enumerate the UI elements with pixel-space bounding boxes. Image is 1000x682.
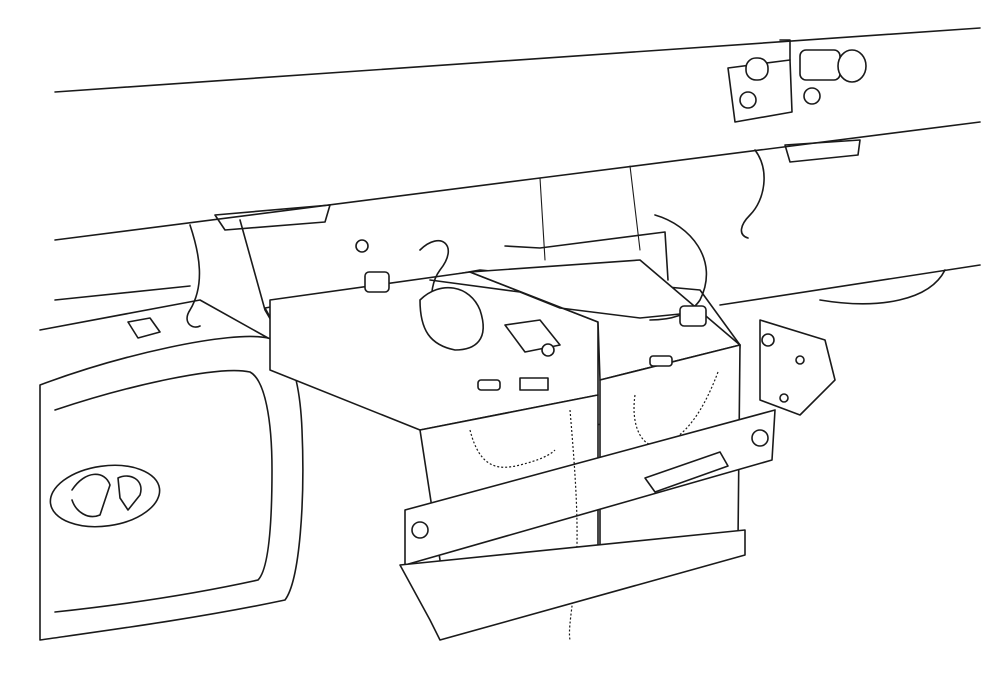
terminal-right-icon [679,305,707,327]
cable-right-loop [649,214,708,321]
strap-handle [644,451,729,493]
bracket-tube [799,49,841,81]
lower-bracket [759,269,946,416]
strap-bolt-left-icon [411,521,429,539]
tank-clip-icon [127,317,161,339]
battery-left-vent-icon [477,379,501,391]
battery-left-label [519,377,549,391]
bracket-bolt-icon [745,57,769,81]
terminal-nut-icon [541,343,555,357]
frame-lower-edge-right [719,264,981,306]
frame-seam [539,177,546,261]
frame-bolt-icon [355,239,369,253]
terminal-cover-left [419,286,484,351]
frame-top-edge [54,27,981,93]
cable-main [429,279,701,319]
strap-bolt-right-icon [751,429,769,447]
hyundai-logo [49,464,161,528]
chassis-frame [54,27,981,306]
lower-bracket-hole-icon-2 [779,393,789,403]
hook-left-plate [214,204,331,231]
upper-bracket [727,39,867,123]
battery-right-vent-icon [649,355,673,367]
lower-bracket-hole-icon [795,355,805,365]
terminal-left-icon [364,271,390,293]
tank-panel-inset [54,369,273,613]
battery-left-handle-rope [469,429,556,468]
tray-bottom-lip [399,529,746,641]
frame-lower-edge-left [54,285,191,301]
cable-upper [504,231,669,281]
bracket-stem [779,39,791,61]
frame-curve [819,269,946,305]
lower-bracket-plate [759,319,836,416]
hook-right [740,149,765,239]
hooks [186,139,861,328]
lower-bracket-bolt-icon [761,333,775,347]
bracket-nut-icon [739,91,757,109]
side-tank [39,299,304,641]
battery-cables [355,214,708,357]
hold-down-strap [404,409,776,641]
hyundai-logo-h-left [71,473,111,518]
hyundai-logo-h-right [117,475,142,511]
frame-seam-2 [629,165,641,251]
frame-mid-edge [54,121,981,241]
tank-panel [39,335,304,641]
hook-left [186,224,201,328]
strap-bar [404,409,776,566]
bracket-tube-end [837,49,867,83]
bracket-nut-icon-2 [803,87,821,105]
hook-right-plate [784,139,861,163]
tank-top-edge [39,299,269,339]
